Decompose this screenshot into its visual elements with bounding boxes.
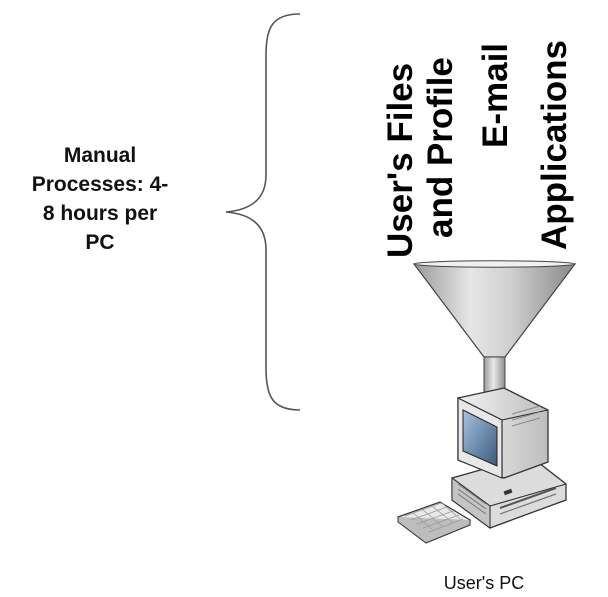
manual-process-line-4: PC	[85, 231, 115, 254]
applications-label: Applications	[535, 40, 574, 250]
curly-brace-icon	[225, 13, 301, 411]
desktop-computer-icon	[396, 387, 567, 544]
user-files-label-line2: and Profile	[421, 57, 460, 238]
manual-process-line-1: Manual	[63, 144, 137, 167]
manual-process-line-3: 8 hours per	[42, 202, 158, 225]
pc-caption: User's PC	[444, 573, 524, 593]
manual-process-line-2: Processes: 4-	[31, 173, 169, 196]
email-label: E-mail	[476, 43, 515, 148]
manual-process-label: Manual Processes: 4- 8 hours per PC	[0, 141, 200, 257]
input-labels: User's Files and Profile E-mail Applicat…	[381, 40, 574, 258]
user-files-label-line1: User's Files	[381, 63, 420, 258]
funnel-icon	[412, 260, 577, 400]
